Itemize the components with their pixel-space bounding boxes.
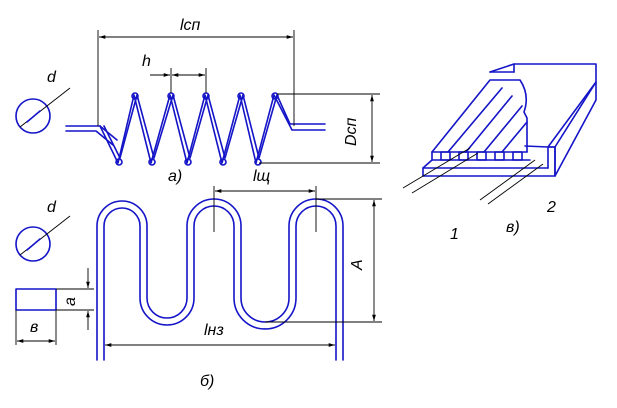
label-h: h — [142, 53, 151, 70]
label-num-2: 2 — [546, 199, 556, 216]
heater-block — [402, 63, 597, 205]
label-panel-v: в) — [506, 219, 520, 236]
label-v: в — [30, 319, 38, 336]
label-a: a — [62, 297, 79, 306]
spiral-coil-line-1 — [99, 94, 326, 164]
zigzag-element — [15, 186, 382, 361]
label-d-mid: d — [47, 199, 57, 216]
label-panel-b: б) — [200, 373, 214, 390]
label-l-nz: lнз — [204, 322, 224, 339]
wire-section-circle-mid — [15, 226, 51, 262]
serpentine-outer — [96, 198, 344, 361]
label-D-sp: Dсп — [343, 117, 360, 146]
label-A: A — [349, 259, 366, 271]
label-num-1: 1 — [450, 226, 459, 243]
spiral-element — [15, 30, 380, 166]
label-d-top: d — [47, 69, 57, 86]
serpentine-inner — [103, 205, 337, 361]
label-l-sp: lсп — [180, 17, 201, 34]
rect-section — [15, 288, 57, 311]
label-panel-a: а) — [168, 168, 182, 185]
label-l-sch: lщ — [253, 168, 271, 185]
wire-section-circle-top — [15, 98, 51, 134]
